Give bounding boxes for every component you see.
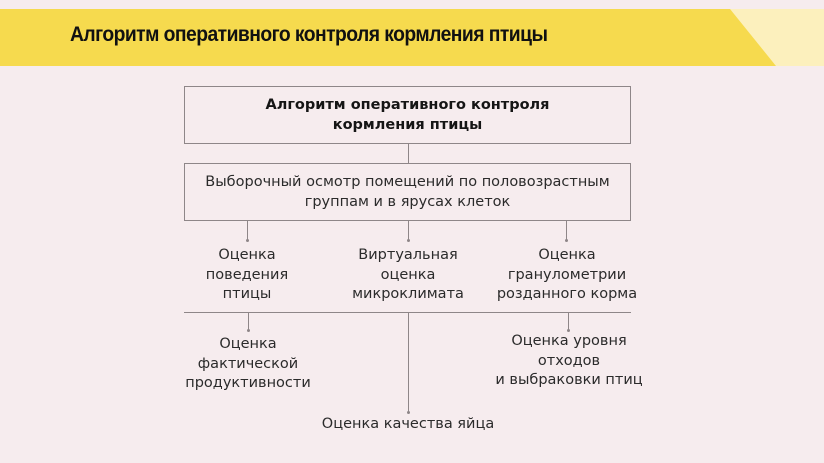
arrow-tip-icon (247, 329, 250, 332)
connector-l2-productivity (248, 312, 250, 330)
connector-bus (184, 312, 631, 314)
step-box: Выборочный осмотр помещений по половозра… (184, 163, 631, 221)
connector-root-step (408, 144, 410, 163)
header-banner (0, 9, 776, 66)
node-microclimate: Виртуальная оценка микроклимата (352, 247, 464, 302)
node-granulometry: Оценка гранулометрии розданного корма (496, 247, 638, 302)
connector-l2-egg-quality (408, 312, 410, 412)
step-box-label: Выборочный осмотр помещений по половозра… (205, 174, 610, 210)
node-behavior: Оценка поведения птицы (205, 247, 289, 302)
arrow-tip-icon (407, 239, 410, 242)
arrow-tip-icon (407, 411, 410, 414)
arrow-tip-icon (246, 239, 249, 242)
root-box: Алгоритм оперативного контроля кормления… (184, 86, 631, 144)
root-box-label: Алгоритм оперативного контроля кормления… (265, 97, 550, 133)
node-egg-quality: Оценка качества яйца (321, 416, 495, 432)
connector-l1-granulometry (566, 221, 568, 240)
node-culling: Оценка уровня отходов и выбраковки птиц (495, 333, 643, 388)
arrow-tip-icon (567, 329, 570, 332)
connector-l1-behavior (247, 221, 249, 240)
arrow-tip-icon (565, 239, 568, 242)
connector-l2-culling (568, 312, 570, 330)
connector-l1-microclimate (408, 221, 410, 240)
page-title: Алгоритм оперативного контроля кормления… (70, 23, 548, 46)
node-productivity: Оценка фактической продуктивности (185, 336, 311, 391)
